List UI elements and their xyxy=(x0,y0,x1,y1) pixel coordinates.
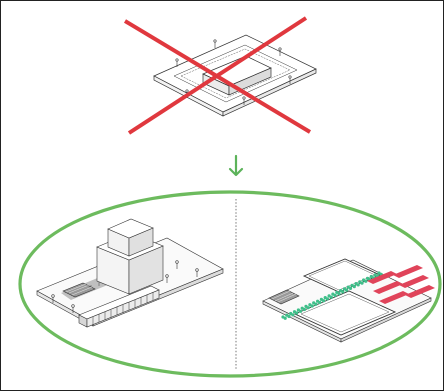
tree-dot xyxy=(333,293,337,297)
solution-ellipse xyxy=(18,190,442,378)
plan-inner-path xyxy=(180,48,291,99)
right-scene-zoned-site xyxy=(262,258,435,343)
tower-crown-top xyxy=(107,218,154,239)
tree-dot xyxy=(318,300,322,305)
tree-dot xyxy=(306,306,310,310)
plan-slab-edge-right xyxy=(222,68,317,117)
plan-posts xyxy=(175,39,292,105)
parking-strip xyxy=(379,291,409,304)
tree-dot xyxy=(322,299,326,303)
tree-dot xyxy=(295,311,299,315)
tree-dot xyxy=(283,316,287,320)
tree-dot xyxy=(337,292,341,296)
tree-dot xyxy=(329,295,333,299)
parking-strip xyxy=(367,271,397,284)
left-stair-lines xyxy=(65,283,93,296)
right-stair-lines xyxy=(271,290,297,303)
tree-dot xyxy=(325,297,329,301)
right-ground-edge-b xyxy=(340,297,432,343)
tree-dot xyxy=(302,307,306,312)
green-tree-band xyxy=(281,271,383,320)
parking-strip xyxy=(399,275,429,288)
tree-dot xyxy=(287,314,291,319)
pavilion-columns xyxy=(92,292,154,325)
tree-dot xyxy=(341,290,345,294)
parking-strip xyxy=(373,281,403,294)
plan-inner-ring xyxy=(173,44,298,103)
tree-dot xyxy=(352,285,356,289)
parking-strip xyxy=(393,265,423,278)
cross-mark-icon xyxy=(123,16,312,135)
red-parking-strips xyxy=(367,265,435,304)
tree-dot xyxy=(291,313,295,317)
arrow-head xyxy=(228,167,244,177)
tree-dot xyxy=(356,283,360,287)
zone-box-bottom-inner xyxy=(300,293,390,333)
arrow-down-icon xyxy=(228,154,244,177)
parking-strip xyxy=(405,285,435,298)
tree-dot xyxy=(348,286,353,290)
left-stair-block xyxy=(62,282,96,298)
rejected-plan xyxy=(153,34,317,117)
tree-dot xyxy=(364,279,368,283)
tree-dot xyxy=(360,281,364,285)
left-trees xyxy=(51,260,199,313)
left-scene-building xyxy=(36,218,224,328)
tree-dot xyxy=(310,304,314,308)
tree-dot xyxy=(345,288,349,292)
tree-dot xyxy=(314,302,318,306)
tree-dot xyxy=(299,309,303,313)
cross-stroke-b xyxy=(127,16,308,135)
